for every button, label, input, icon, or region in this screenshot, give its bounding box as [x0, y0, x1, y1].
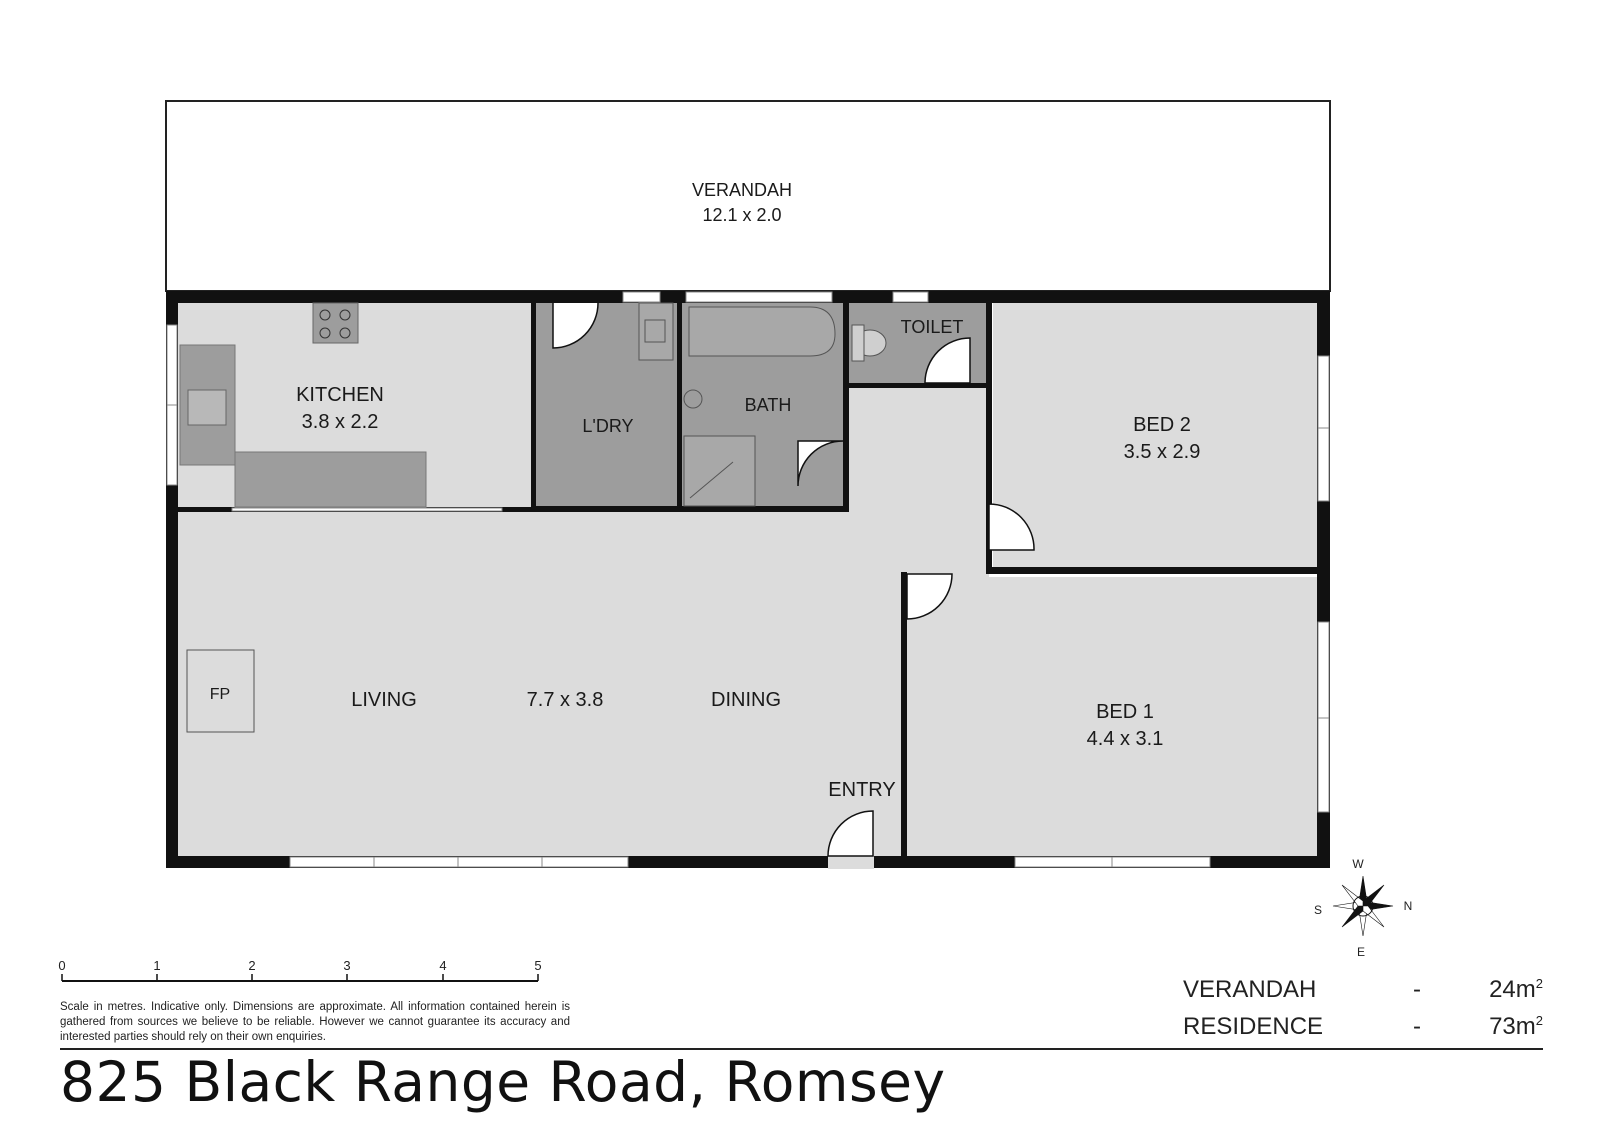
address-divider — [60, 1048, 1543, 1050]
shower — [683, 435, 756, 507]
area-dash: - — [1413, 976, 1421, 1003]
laundry-tub — [638, 302, 674, 361]
basin — [683, 389, 703, 409]
wall-bath-hall — [843, 303, 849, 512]
window-bath — [685, 291, 833, 303]
living-dining-dims: 7.7 x 3.8 — [527, 689, 604, 711]
area-name: RESIDENCE — [1183, 1013, 1324, 1040]
door-bed1 — [906, 573, 953, 620]
bath-label: BATH — [745, 395, 792, 415]
verandah-outline — [165, 100, 1331, 292]
kitchen-dims: 3.8 x 2.2 — [302, 411, 379, 433]
compass-east: E — [1357, 945, 1365, 959]
doors — [552, 302, 1035, 857]
laundry-label: L'DRY — [582, 416, 633, 436]
property-address: 825 Black Range Road, Romsey — [60, 1050, 946, 1114]
scale-tick-5: 5 — [534, 958, 541, 973]
entry-label: ENTRY — [828, 779, 895, 801]
entry-door-opening — [828, 855, 874, 869]
area-row-verandah: VERANDAH - 24m2 — [1183, 976, 1543, 1013]
scale-tick-4: 4 — [439, 958, 446, 973]
kitchen-label: KITCHEN — [296, 384, 384, 406]
room-labels: VERANDAH 12.1 x 2.0 KITCHEN 3.8 x 2.2 L'… — [210, 180, 1201, 801]
scale-tick-3: 3 — [343, 958, 350, 973]
area-dash: - — [1413, 1013, 1421, 1040]
cooktop — [312, 302, 359, 344]
door-bed2 — [988, 503, 1035, 551]
door-bath — [797, 440, 844, 487]
wall-wet-bottom — [531, 506, 848, 512]
hall-floor — [848, 387, 989, 587]
door-laundry — [552, 302, 599, 349]
living-dining-floor — [178, 510, 902, 856]
area-value: 24m2 — [1489, 976, 1543, 1003]
scale-tick-1: 1 — [153, 958, 160, 973]
kitchen-bench-island — [234, 451, 427, 508]
bed1-label: BED 1 — [1096, 701, 1154, 723]
window-mullions — [167, 404, 1329, 867]
bed2-floor — [993, 303, 1317, 569]
window-laundry — [622, 291, 661, 303]
door-entry — [827, 810, 874, 857]
wall-laundry-bath — [677, 303, 682, 510]
bathtub — [688, 306, 836, 357]
bed2-dims: 3.5 x 2.9 — [1124, 441, 1201, 463]
compass-rose: W N S E — [1314, 857, 1412, 959]
window-kitchen-servery — [231, 507, 503, 512]
scale-tick-0: 0 — [58, 958, 65, 973]
kitchen-sink — [187, 389, 227, 426]
living-label: LIVING — [351, 689, 417, 711]
fireplace-label: FP — [210, 686, 230, 703]
verandah-dims: 12.1 x 2.0 — [702, 205, 781, 225]
bed2-label: BED 2 — [1133, 414, 1191, 436]
bed1-floor — [906, 577, 1317, 856]
compass-west: W — [1352, 857, 1364, 871]
wall-hall-bed1 — [901, 572, 907, 862]
door-toilet — [924, 337, 971, 384]
verandah-label: VERANDAH — [692, 180, 792, 200]
window-toilet — [892, 291, 929, 303]
window-bed1-side — [1317, 621, 1330, 813]
kitchen-fixtures — [179, 302, 427, 508]
fireplace — [186, 649, 255, 733]
area-summary: VERANDAH - 24m2 RESIDENCE - 73m2 — [1183, 976, 1543, 1050]
wet-fixtures — [638, 302, 887, 507]
compass-south: S — [1314, 903, 1322, 917]
scale-bar: 0 1 2 3 4 5 — [58, 958, 542, 982]
area-row-residence: RESIDENCE - 73m2 — [1183, 1013, 1543, 1050]
area-name: VERANDAH — [1183, 976, 1317, 1003]
wall-toilet-bed2 — [986, 303, 992, 569]
compass-north: N — [1404, 899, 1413, 913]
scale-tick-2: 2 — [248, 958, 255, 973]
window-living-front — [289, 856, 629, 868]
area-value: 73m2 — [1489, 1013, 1543, 1040]
wall-kitchen-laundry — [531, 303, 536, 510]
disclaimer: Scale in metres. Indicative only. Dimens… — [60, 1001, 570, 1043]
dining-label: DINING — [711, 689, 781, 711]
wall-toilet-bottom — [843, 383, 989, 388]
bed1-dims: 4.4 x 3.1 — [1087, 728, 1164, 750]
wall-bed2-bed1 — [986, 567, 1317, 574]
toilet-label: TOILET — [901, 317, 964, 337]
